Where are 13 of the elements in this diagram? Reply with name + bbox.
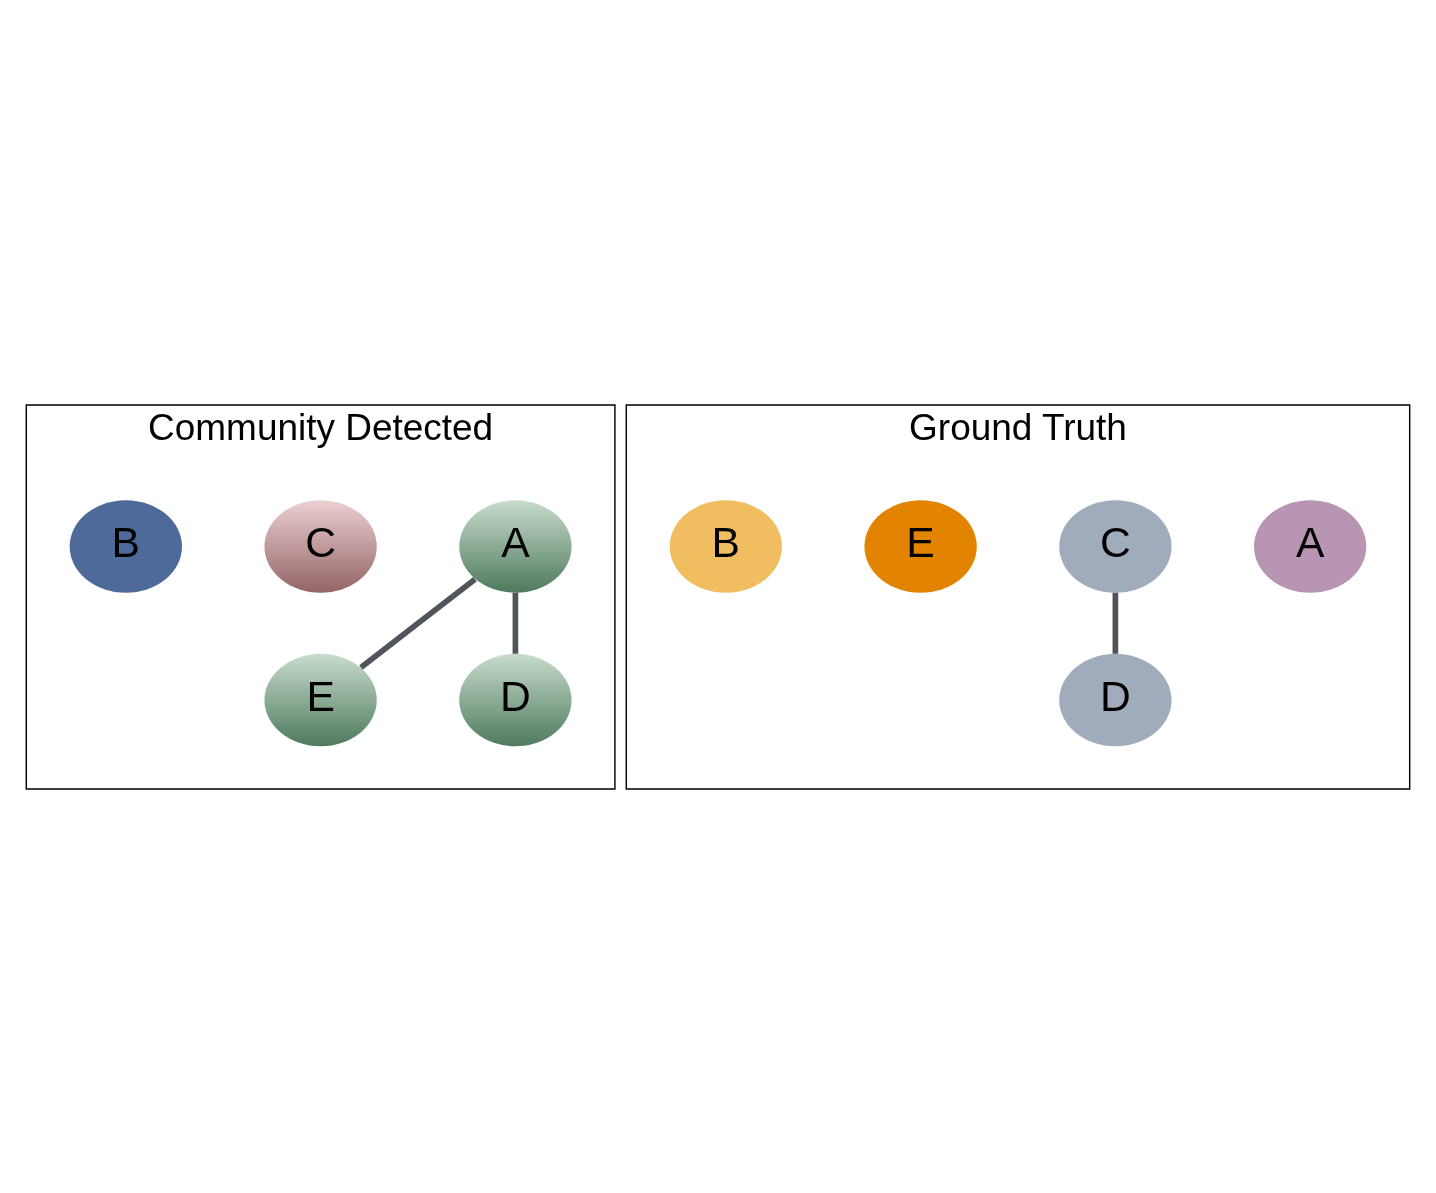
node-ellipse: A [459, 499, 572, 593]
connector [359, 576, 477, 670]
connector [1112, 592, 1119, 654]
node-ellipse: C [1059, 499, 1172, 593]
node-ellipse: A [1254, 499, 1367, 593]
node-ellipse: C [264, 499, 377, 593]
node-ellipse: E [864, 499, 977, 593]
node-ellipse: D [459, 653, 572, 746]
node-ellipse: D [1059, 653, 1172, 746]
node-ellipse: B [669, 499, 782, 593]
connector [512, 592, 519, 654]
node-ellipse: B [69, 499, 182, 593]
node-ellipse: E [264, 653, 377, 746]
